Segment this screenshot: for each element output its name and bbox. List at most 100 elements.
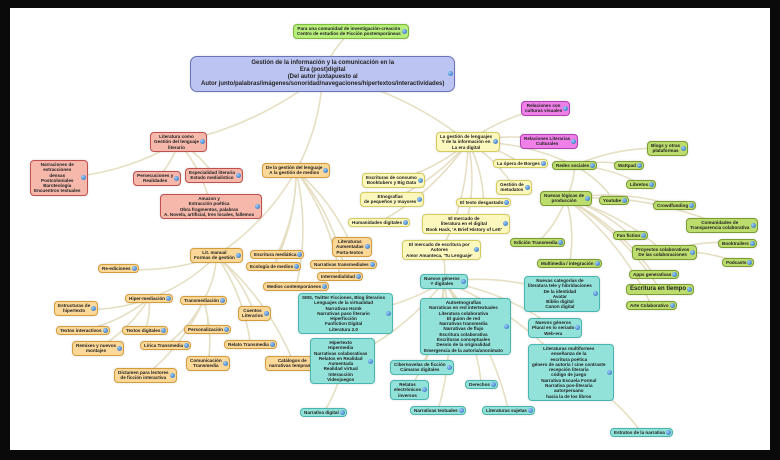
- globe-icon[interactable]: [102, 328, 108, 334]
- mindmap-node[interactable]: Hipertexto Hipermedia Narrativas colabor…: [310, 338, 376, 385]
- mindmap-node[interactable]: Dictamen para lectores de ficción intera…: [114, 368, 177, 383]
- mindmap-node[interactable]: Nuevas lógicas de producción: [540, 191, 593, 206]
- globe-icon[interactable]: [622, 198, 628, 204]
- mindmap-node[interactable]: Para una comunidad de investigación-crea…: [293, 24, 409, 39]
- globe-icon[interactable]: [563, 105, 569, 111]
- globe-icon[interactable]: [223, 327, 229, 333]
- mindmap-node[interactable]: Personalización: [184, 325, 231, 335]
- mindmap-node[interactable]: Intermedialidad: [317, 272, 363, 282]
- globe-icon[interactable]: [458, 408, 464, 414]
- globe-icon[interactable]: [687, 286, 693, 292]
- globe-icon[interactable]: [641, 233, 647, 239]
- mindmap-node[interactable]: Amazon y Extracción poética Obra fragmen…: [160, 194, 263, 220]
- globe-icon[interactable]: [594, 261, 600, 267]
- mindmap-node[interactable]: Cibernovelas de ficción Cámaras digitale…: [390, 360, 454, 375]
- mindmap-node[interactable]: El mercado de literatura en el digital B…: [422, 214, 510, 234]
- globe-icon[interactable]: [235, 172, 241, 178]
- globe-icon[interactable]: [558, 240, 564, 246]
- mindmap-node[interactable]: Hiper-mediación: [125, 294, 173, 304]
- globe-icon[interactable]: [235, 252, 241, 258]
- globe-icon[interactable]: [174, 175, 180, 181]
- mindmap-node[interactable]: Nuevos géneros Plural en lo seriado Web-…: [528, 318, 583, 338]
- mindmap-node[interactable]: Cuentos Literarios: [238, 306, 271, 321]
- globe-icon[interactable]: [527, 408, 533, 414]
- globe-icon[interactable]: [369, 262, 375, 268]
- globe-icon[interactable]: [417, 196, 423, 202]
- globe-icon[interactable]: [263, 310, 269, 316]
- mindmap-node[interactable]: La gestión de lenguajes Y de la informac…: [436, 132, 501, 152]
- mindmap-node[interactable]: Literaturas sujetas: [482, 406, 535, 416]
- globe-icon[interactable]: [669, 303, 675, 309]
- mindmap-node[interactable]: Textos digitales: [122, 326, 169, 336]
- mindmap-node[interactable]: Narraciones de extracciones densas Postc…: [30, 160, 89, 196]
- mindmap-node[interactable]: Narrativa digital: [300, 408, 347, 418]
- globe-icon[interactable]: [448, 71, 454, 77]
- globe-icon[interactable]: [473, 247, 479, 253]
- mindmap-node[interactable]: Edición Transmedia: [510, 238, 566, 248]
- mindmap-node[interactable]: Relato Transmedia: [224, 340, 277, 350]
- mindmap-node[interactable]: Comunidades de Transparencia colaborativ…: [686, 218, 758, 233]
- mindmap-node[interactable]: Nuevos géneros Y digitales: [420, 274, 468, 289]
- globe-icon[interactable]: [169, 372, 175, 378]
- globe-icon[interactable]: [364, 244, 370, 250]
- globe-icon[interactable]: [681, 145, 687, 151]
- mindmap-node[interactable]: Proyectos colaborativos De las colaborac…: [632, 245, 698, 260]
- mindmap-node[interactable]: Humanidades digitales: [348, 218, 411, 228]
- mindmap-node[interactable]: Blogs y otras plataformas: [647, 141, 689, 156]
- globe-icon[interactable]: [199, 139, 205, 145]
- globe-icon[interactable]: [368, 358, 374, 364]
- globe-icon[interactable]: [222, 360, 228, 366]
- globe-icon[interactable]: [665, 430, 671, 436]
- mindmap-node[interactable]: Narrativas textuales: [410, 406, 466, 416]
- globe-icon[interactable]: [417, 177, 423, 183]
- globe-icon[interactable]: [386, 310, 392, 316]
- central-topic-node[interactable]: Gestión de la información y la comunicac…: [190, 56, 456, 92]
- mindmap-node[interactable]: Persecuciones y Realidades: [133, 171, 182, 186]
- globe-icon[interactable]: [117, 345, 123, 351]
- globe-icon[interactable]: [747, 260, 753, 266]
- mindmap-node[interactable]: SMS, Twitter Ficciones, Blog literarios …: [298, 293, 394, 334]
- mindmap-node[interactable]: Especialidad literaria Estado medialísti…: [185, 168, 243, 183]
- globe-icon[interactable]: [161, 328, 167, 334]
- globe-icon[interactable]: [592, 291, 598, 297]
- mindmap-node[interactable]: Derechos: [465, 380, 498, 390]
- globe-icon[interactable]: [503, 323, 509, 329]
- globe-icon[interactable]: [297, 252, 303, 258]
- mindmap-node[interactable]: Lit. manual Formas de gestión: [190, 248, 243, 263]
- mindmap-node[interactable]: Literatura como Gestión del lenguaje lit…: [150, 132, 207, 152]
- mindmap-node[interactable]: Etnografías de pequeños y mayores: [360, 192, 425, 207]
- mindmap-node[interactable]: Estratos de la narrativa: [610, 428, 673, 438]
- mindmap-node[interactable]: Estructuras de hipertexto: [54, 301, 99, 316]
- mindmap-node[interactable]: Ecología de medios: [246, 262, 302, 272]
- globe-icon[interactable]: [401, 28, 407, 34]
- globe-icon[interactable]: [255, 204, 261, 210]
- mindmap-node[interactable]: Fan fiction: [613, 231, 649, 241]
- mindmap-node[interactable]: Narrativas transmediales: [310, 260, 377, 270]
- globe-icon[interactable]: [460, 278, 466, 284]
- globe-icon[interactable]: [524, 184, 530, 190]
- mindmap-node[interactable]: Gestión de metadatos: [496, 180, 532, 195]
- globe-icon[interactable]: [636, 163, 642, 169]
- globe-icon[interactable]: [166, 296, 171, 302]
- globe-icon[interactable]: [294, 264, 300, 270]
- mindmap-node[interactable]: Escritura mediática: [250, 250, 305, 260]
- mindmap-node[interactable]: Booktrailers: [718, 239, 757, 249]
- globe-icon[interactable]: [131, 266, 137, 272]
- mindmap-node[interactable]: El mercado de escritura por Autores Amor…: [402, 240, 481, 260]
- mindmap-node[interactable]: Redes sociales: [552, 161, 598, 171]
- mindmap-node[interactable]: Lírica Transmedia: [140, 341, 192, 351]
- globe-icon[interactable]: [184, 343, 190, 349]
- mindmap-node[interactable]: Textos interactivos: [56, 326, 110, 336]
- globe-icon[interactable]: [606, 369, 612, 375]
- globe-icon[interactable]: [355, 274, 361, 280]
- globe-icon[interactable]: [590, 163, 596, 169]
- globe-icon[interactable]: [502, 221, 508, 227]
- mindmap-node[interactable]: Libretos: [626, 180, 657, 190]
- globe-icon[interactable]: [540, 161, 546, 167]
- globe-icon[interactable]: [750, 222, 756, 228]
- globe-icon[interactable]: [490, 382, 496, 388]
- mindmap-node[interactable]: Autoetnografías Narrativas en red intert…: [420, 298, 511, 355]
- globe-icon[interactable]: [575, 325, 581, 331]
- mindmap-node[interactable]: Transmediación: [180, 296, 227, 306]
- globe-icon[interactable]: [322, 284, 328, 290]
